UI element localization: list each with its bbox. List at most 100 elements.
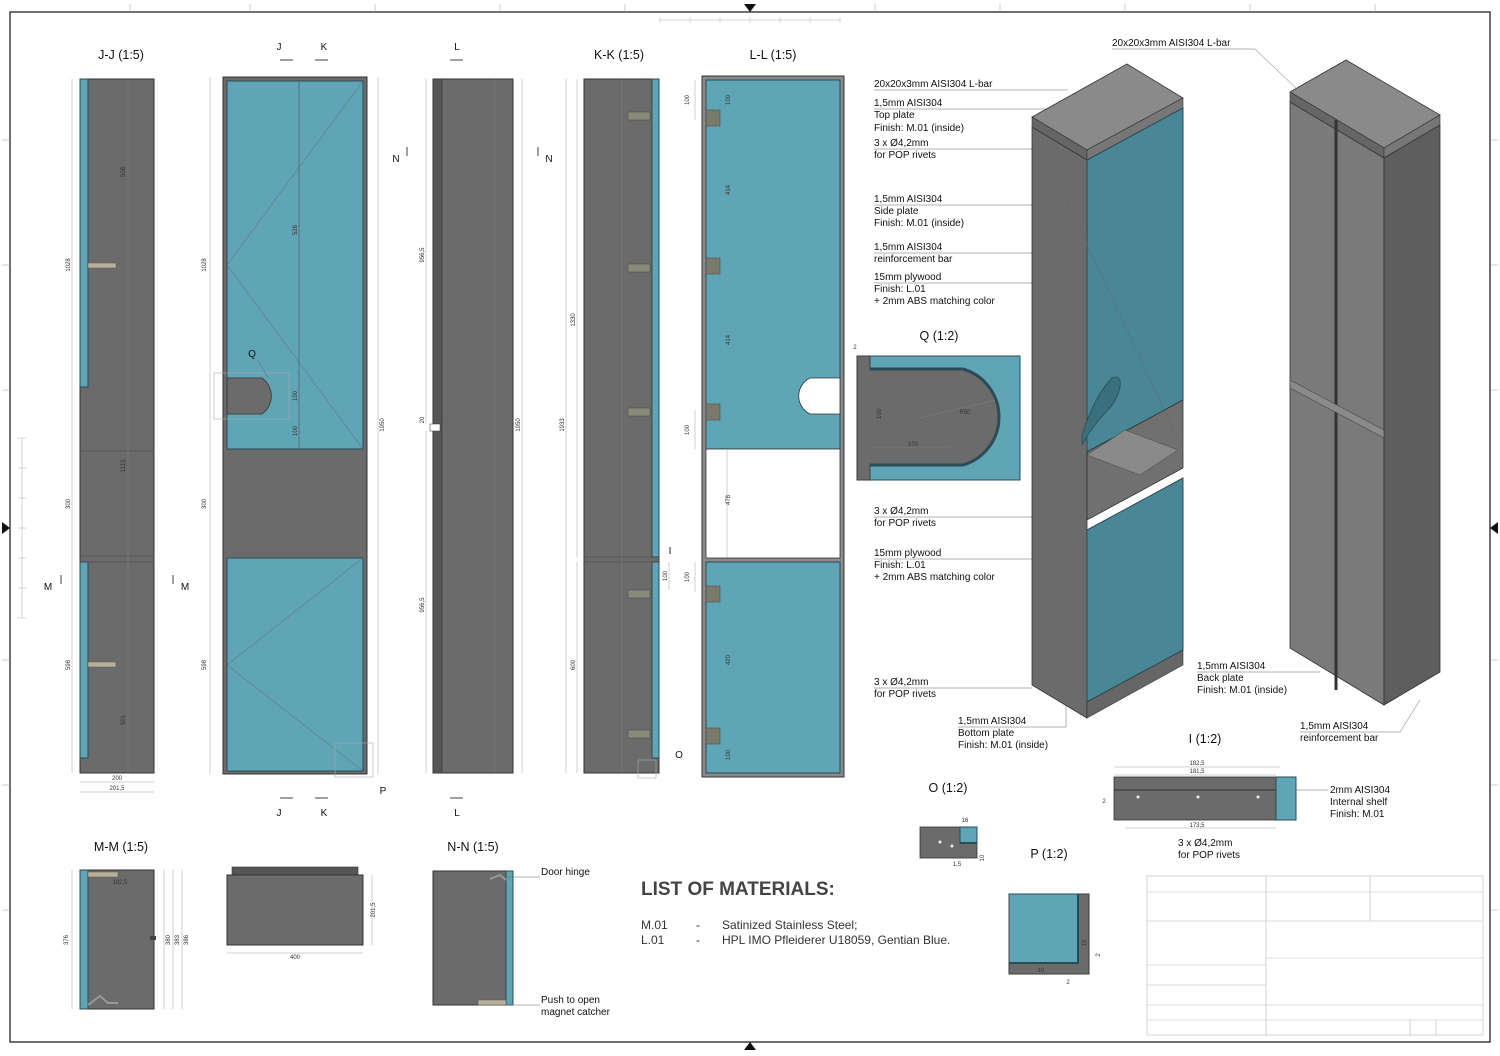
callout-side-plate-2: Finish: M.01 (inside) — [874, 218, 964, 229]
dim-ll-100b: 100 — [726, 94, 732, 105]
callout-plywood2-2: + 2mm ABS matching color — [874, 572, 996, 583]
callout-top-plate-0: 1,5mm AISI304 — [874, 98, 943, 109]
callout-door-hinge: Door hinge — [541, 867, 590, 878]
dim-front-100a: 100 — [293, 390, 299, 401]
dim-o-10: 10 — [980, 854, 986, 861]
dim-q-100b: 100 — [908, 442, 919, 448]
callout-shelf-1: Internal shelf — [1330, 797, 1387, 808]
dim-ll-414b: 414 — [726, 334, 732, 345]
material-code-m01: M.01 — [641, 918, 668, 932]
dim-ll-100c: 100 — [685, 424, 691, 435]
view-title-q: Q (1:2) — [920, 329, 959, 343]
callout-bottom-plate-1: Bottom plate — [958, 728, 1015, 739]
top-scale-ruler — [659, 17, 841, 23]
callout-reinf-0: 1,5mm AISI304 — [874, 242, 943, 253]
callouts-left-column: 20x20x3mm AISI304 L-bar 1,5mm AISI304 To… — [874, 79, 1086, 751]
callout-back-plate-0: 1,5mm AISI304 — [1197, 661, 1266, 672]
dim-front-300: 300 — [202, 498, 208, 509]
callout-rivets-i-1: for POP rivets — [1178, 850, 1240, 861]
view-o — [919, 826, 978, 859]
view-plan — [226, 866, 373, 954]
callout-lbar-top: 20x20x3mm AISI304 L-bar — [874, 79, 993, 90]
material-desc-m01: Satinized Stainless Steel; — [722, 918, 857, 932]
dim-side-956-5a: 956,5 — [420, 247, 426, 263]
dim-mm-376: 376 — [64, 934, 70, 945]
dim-kk-100: 100 — [663, 570, 669, 581]
dim-side-956-5b: 956,5 — [420, 597, 426, 613]
callout-plywood2-1: Finish: L.01 — [874, 560, 926, 571]
dim-front-100b: 100 — [293, 425, 299, 436]
view-front — [209, 76, 379, 778]
view-mm — [71, 869, 183, 1010]
dim-jj-598: 598 — [66, 659, 72, 670]
dim-kk-1330: 1330 — [571, 313, 577, 327]
dim-q-100a: 100 — [877, 408, 883, 419]
view-i — [1113, 766, 1297, 829]
dim-side-1950: 1950 — [516, 418, 522, 432]
callout-top-plate-2: Finish: M.01 (inside) — [874, 123, 964, 134]
dim-p-2a: 2 — [1096, 953, 1102, 957]
callout-push-open-1: magnet catcher — [541, 1007, 611, 1018]
dim-jj-501: 501 — [121, 714, 127, 725]
callout-rivets-i-0: 3 x Ø4,2mm — [1178, 838, 1232, 849]
dim-plan-400: 400 — [290, 955, 301, 961]
dim-front-598: 598 — [202, 659, 208, 670]
callout-back-plate-1: Back plate — [1197, 673, 1244, 684]
view-title-mm: M-M (1:5) — [94, 840, 148, 854]
section-mark-j-bottom: J — [277, 808, 282, 819]
dim-i-181-5: 181,5 — [1189, 769, 1205, 775]
section-mark-k-top: K — [321, 42, 328, 53]
dim-ll-420: 420 — [726, 654, 732, 665]
detail-mark-i: I — [669, 546, 672, 557]
dim-q-r50: R50 — [959, 410, 971, 416]
callout-rivets1-1: for POP rivets — [874, 150, 936, 161]
dim-ll-478: 478 — [726, 494, 732, 505]
materials-title: LIST OF MATERIALS: — [641, 879, 835, 900]
callout-lbar-right: 20x20x3mm AISI304 L-bar — [1112, 38, 1231, 49]
callout-plywood1-0: 15mm plywood — [874, 272, 941, 283]
dim-jj-300: 300 — [66, 498, 72, 509]
callout-plywood1-1: Finish: L.01 — [874, 284, 926, 295]
view-title-jj: J-J (1:5) — [98, 48, 144, 62]
title-block — [1146, 875, 1484, 1036]
view-p — [1008, 893, 1090, 975]
view-nn — [432, 870, 514, 1006]
dim-jj-201-5: 201,5 — [109, 786, 125, 792]
dim-i-173-5: 173,5 — [1189, 823, 1205, 829]
view-title-kk: K-K (1:5) — [594, 48, 644, 62]
view-q — [856, 355, 1021, 481]
dim-mm-182-5: 182,5 — [112, 880, 128, 886]
dim-kk-600: 600 — [571, 659, 577, 670]
callout-side-plate-1: Side plate — [874, 206, 919, 217]
dim-front-526: 526 — [293, 224, 299, 235]
dim-ll-100a: 100 — [685, 94, 691, 105]
callout-back-plate-2: Finish: M.01 (inside) — [1197, 685, 1287, 696]
dim-jj-200: 200 — [112, 776, 123, 782]
dim-jj-508: 508 — [121, 166, 127, 177]
dim-kk-1933: 1933 — [560, 418, 566, 432]
detail-mark-p: P — [380, 786, 387, 797]
callout-rivets3-1: for POP rivets — [874, 689, 936, 700]
dim-mm-383: 383 — [175, 934, 181, 945]
callout-push-open-0: Push to open — [541, 995, 600, 1006]
callout-shelf-0: 2mm AISI304 — [1330, 785, 1390, 796]
detail-mark-o: O — [675, 750, 683, 761]
dim-ll-414a: 414 — [726, 184, 732, 195]
callout-reinf-r-0: 1,5mm AISI304 — [1300, 721, 1369, 732]
section-mark-n-right: N — [545, 154, 552, 165]
view-side — [425, 78, 523, 774]
section-mark-l-bottom: L — [454, 808, 460, 819]
callout-bottom-plate-2: Finish: M.01 (inside) — [958, 740, 1048, 751]
callout-rivets2-1: for POP rivets — [874, 518, 936, 529]
callout-top-plate-1: Top plate — [874, 110, 915, 121]
section-mark-j-top: J — [277, 42, 282, 53]
callout-side-plate-0: 1,5mm AISI304 — [874, 194, 943, 205]
material-dash-l01: - — [696, 933, 700, 947]
dim-mm-380: 380 — [166, 934, 172, 945]
frame-ticks — [2, 4, 1498, 911]
iso-view-back — [1289, 59, 1441, 706]
dim-o-1-5: 1,5 — [953, 862, 962, 868]
material-code-l01: L.01 — [641, 933, 665, 947]
section-mark-l-top: L — [454, 42, 460, 53]
